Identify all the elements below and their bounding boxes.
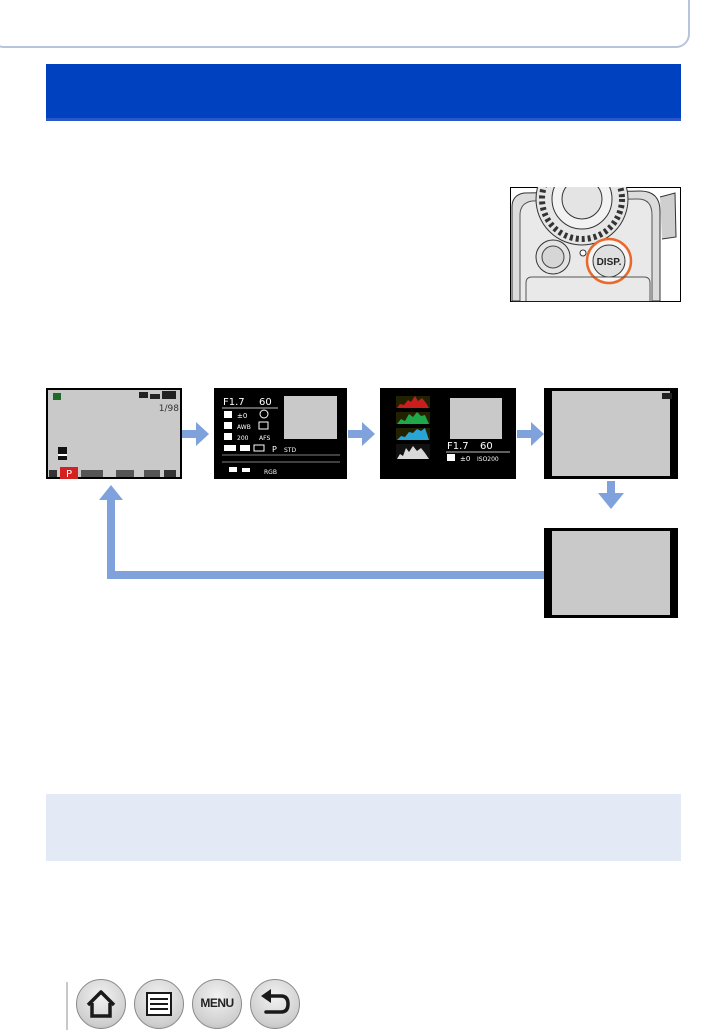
histogram-graphs: F1.7 60 ±0 ISO200 <box>396 396 510 463</box>
iso-value: ISO200 <box>477 456 499 463</box>
sequence-arrow-down <box>598 481 624 509</box>
color-space-value: RGB <box>264 469 277 476</box>
photo-style-value: STD <box>284 447 296 454</box>
display-screen-detailed-info: F1.7 60 ±0 AWB 200 AFS P STD RGB <box>214 388 347 479</box>
menu-button-label: MENU <box>200 996 234 1010</box>
mode-value: P <box>272 445 277 454</box>
return-arrow-icon <box>261 989 290 1014</box>
disp-button-label: DISP. <box>597 257 622 268</box>
back-button[interactable] <box>250 979 300 1029</box>
aperture-value: F1.7 <box>223 397 245 408</box>
disp-button[interactable]: DISP. <box>585 237 633 285</box>
display-screen-no-info <box>544 388 678 479</box>
display-screen-off <box>544 528 678 618</box>
list-icon <box>146 992 172 1016</box>
camera-disp-button-illustration: DISP. <box>510 187 681 302</box>
mode-dial <box>535 187 629 246</box>
home-icon <box>86 990 116 1018</box>
nav-divider <box>66 982 68 1030</box>
sequence-arrow-right <box>348 422 375 446</box>
svg-text:P: P <box>66 469 72 479</box>
home-button[interactable] <box>76 979 126 1029</box>
exposure-value: ±0 <box>460 455 470 463</box>
shutter-value: 60 <box>480 441 493 452</box>
frame-counter: 1/98 <box>159 404 179 414</box>
aperture-value: F1.7 <box>447 441 469 452</box>
contents-button[interactable] <box>134 979 184 1029</box>
focus-mode-value: AFS <box>259 435 270 442</box>
menu-button[interactable]: MENU <box>192 979 242 1029</box>
note-box <box>46 794 681 861</box>
white-balance-value: AWB <box>237 424 251 431</box>
shutter-value: 60 <box>259 397 272 408</box>
display-screen-histogram: F1.7 60 ±0 ISO200 <box>380 388 516 479</box>
iso-value: 200 <box>237 435 249 442</box>
sequence-arrow-right <box>182 422 209 446</box>
sequence-arrow-right <box>517 422 544 446</box>
exposure-value: ±0 <box>237 412 247 420</box>
page-tab-frame <box>0 0 690 48</box>
section-title-underline <box>46 118 681 121</box>
sequence-return-arrow <box>99 485 544 579</box>
section-title-banner <box>46 64 681 118</box>
display-screen-info: 1/98 P <box>46 388 182 479</box>
